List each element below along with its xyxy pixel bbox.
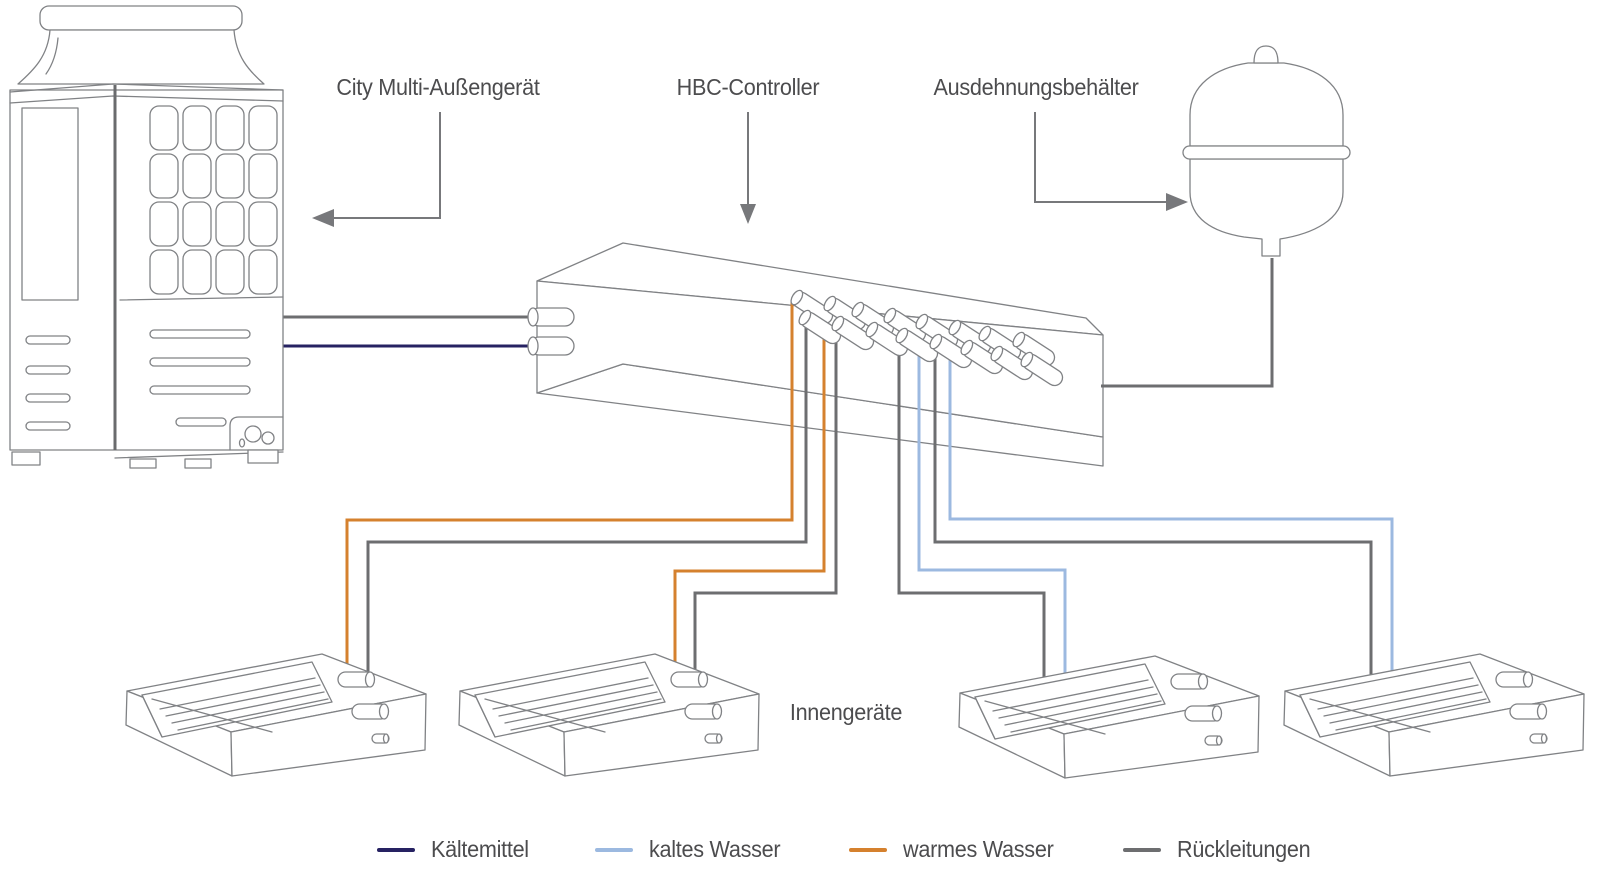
hbc-controller-label: HBC-Controller [676, 74, 820, 100]
outdoor-unit-label: City Multi-Außengerät [336, 74, 540, 100]
indoor-units-label: Innengeräte [789, 699, 903, 725]
expansion-tank-label: Ausdehnungsbehälter [933, 74, 1139, 100]
indoor-unit-1 [125, 653, 427, 777]
legend-item-warm-water: warmes Wasser [848, 836, 1063, 863]
indoor-unit-4 [1283, 653, 1585, 777]
legend-label: Rückleitungen [1176, 836, 1311, 862]
hbc-pipe-stubs [527, 289, 1064, 387]
outdoor-unit-drawing [9, 5, 284, 469]
warm-water-line-swatch [848, 847, 887, 852]
legend: Kältemittel kaltes Wasser warmes Wasser … [0, 836, 1600, 863]
refrigerant-pipes [280, 315, 536, 348]
legend-label: kaltes Wasser [649, 836, 781, 862]
leader-arrows [312, 112, 1188, 227]
hbc-controller-drawing [536, 242, 1104, 467]
legend-item-refrigerant: Kältemittel [377, 836, 535, 863]
cold-water-line-swatch [595, 847, 634, 852]
refrigerant-line-swatch [377, 847, 416, 852]
expansion-tank-drawing [1182, 45, 1351, 257]
water-pipes [345, 300, 1394, 685]
legend-item-return-lines: Rückleitungen [1122, 836, 1319, 863]
return-line-swatch [1122, 847, 1161, 852]
indoor-unit-3 [958, 655, 1260, 779]
legend-label: Kältemittel [431, 836, 529, 862]
legend-label: warmes Wasser [902, 836, 1054, 862]
legend-item-cold-water: kaltes Wasser [595, 836, 789, 863]
indoor-unit-2 [458, 653, 760, 777]
expansion-tank-pipe [1101, 258, 1274, 388]
